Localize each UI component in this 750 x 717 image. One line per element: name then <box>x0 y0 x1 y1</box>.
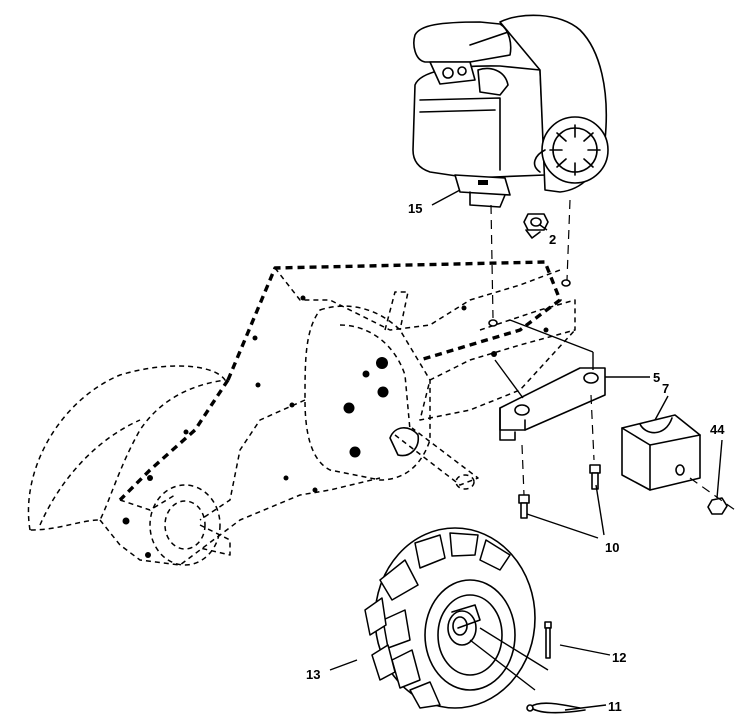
callout-10: 10 <box>605 540 619 555</box>
callout-11: 11 <box>608 699 622 714</box>
tiller-frame <box>27 260 576 566</box>
bracket <box>499 367 606 441</box>
callout-7: 7 <box>662 381 669 396</box>
callout-5: 5 <box>653 370 660 385</box>
tire-tread <box>364 532 511 709</box>
starter-vents <box>549 124 601 176</box>
frame-bolt-heads <box>122 295 549 558</box>
bracket-centerlines <box>494 319 595 496</box>
wheel <box>364 527 549 709</box>
flange-nut <box>523 213 549 239</box>
callout-44: 44 <box>710 422 725 437</box>
mount-centerlines <box>490 199 571 319</box>
callout-15: 15 <box>408 201 422 216</box>
engine <box>412 14 609 208</box>
hairpin-clip <box>526 702 586 714</box>
callout-leaders <box>329 189 723 711</box>
callout-labels: 15 2 5 7 44 10 13 12 11 <box>306 201 725 714</box>
callout-13: 13 <box>306 667 320 682</box>
bumper-block <box>621 414 701 491</box>
hex-nut <box>689 477 736 515</box>
callout-2: 2 <box>549 232 556 247</box>
callout-12: 12 <box>612 650 626 665</box>
bolts <box>518 464 601 519</box>
clevis-pin <box>544 621 552 659</box>
